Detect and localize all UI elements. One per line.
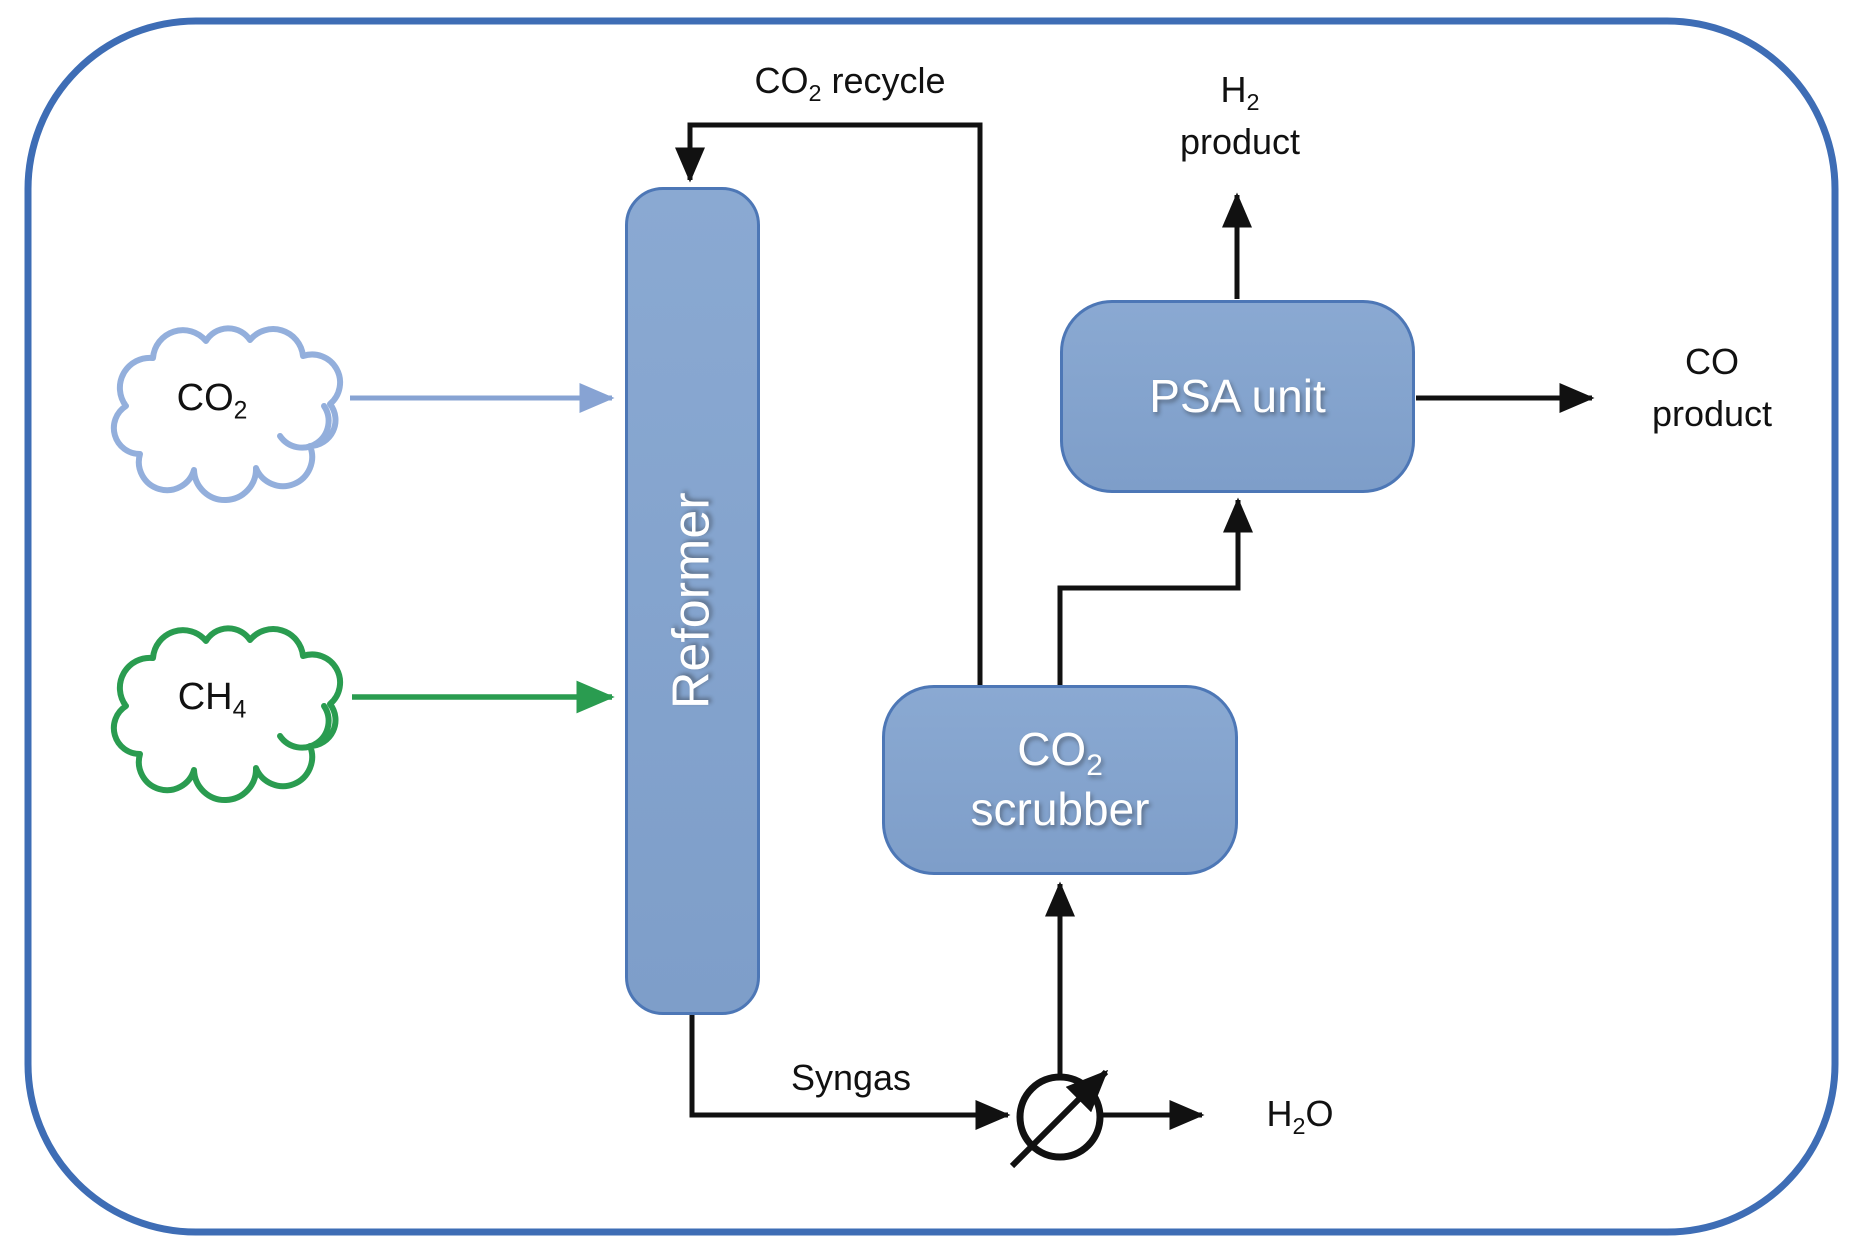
system-boundary-frame	[24, 17, 1839, 1236]
psa-unit: PSA unit	[1060, 300, 1415, 493]
scrubber-to-psa-line	[1057, 497, 1253, 685]
heat-exchanger-icon	[1009, 1069, 1109, 1169]
h2o-label: H2O	[1266, 1093, 1334, 1140]
co2-scrubber-unit: CO2 scrubber	[882, 685, 1238, 875]
syngas-label: Syngas	[790, 1057, 912, 1098]
co2-cloud-icon	[110, 325, 344, 503]
co2-feed-label: CO2	[176, 377, 248, 425]
reformer-label: Reformer	[662, 492, 721, 710]
reformer-unit: Reformer	[625, 187, 760, 1015]
psa-label: PSA unit	[1149, 369, 1326, 422]
co-product-label: CO product	[1651, 341, 1773, 435]
co2-scrubber-label: CO2 scrubber	[970, 723, 1150, 835]
co2-recycle-label: CO2 recycle	[754, 60, 946, 107]
co2-recycle-line	[675, 122, 983, 685]
ch4-cloud-icon	[110, 625, 344, 803]
syngas-line	[689, 1014, 1011, 1130]
h2-product-label: H2 product	[1179, 69, 1301, 163]
ch4-feed-label: CH4	[177, 676, 247, 724]
